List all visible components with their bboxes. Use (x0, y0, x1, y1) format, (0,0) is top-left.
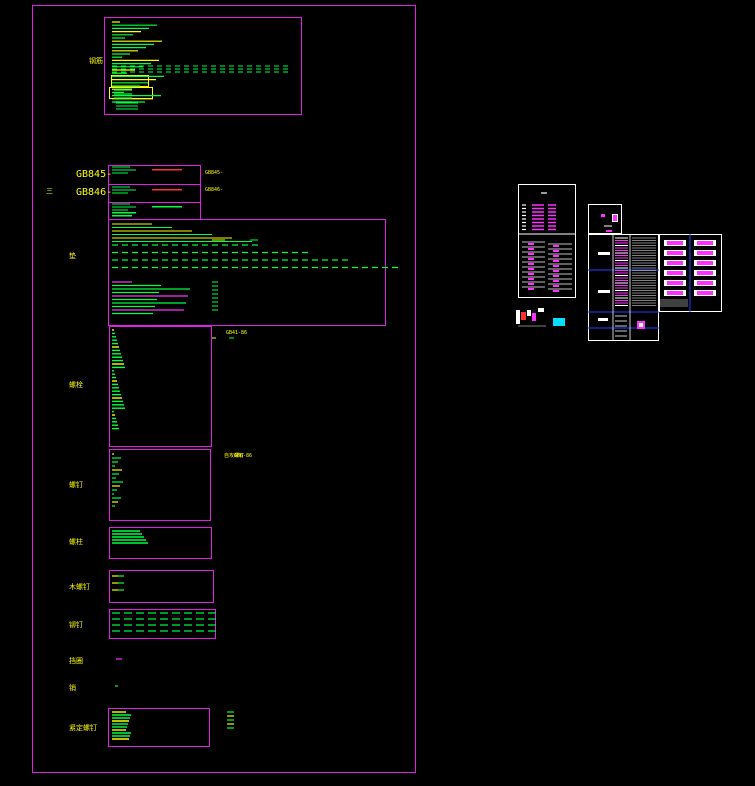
block (553, 250, 559, 252)
block (528, 283, 534, 285)
block (532, 313, 536, 321)
side-label-gb1: GB845- (205, 170, 224, 176)
section-label-d: 螺栓 (69, 381, 83, 389)
section-label-k: 紧定螺钉 (69, 724, 97, 732)
gb-label-2: GB846- (76, 187, 113, 198)
gb-label-1: GB845- (76, 169, 113, 180)
block (598, 318, 608, 321)
block (553, 290, 559, 292)
block (553, 280, 559, 282)
note-a: GB41-86 (226, 330, 248, 336)
block (601, 214, 605, 217)
block (697, 291, 713, 295)
mini-sheet-1 (518, 184, 576, 298)
block (667, 281, 683, 285)
block (553, 275, 559, 277)
block (538, 308, 544, 312)
block (639, 323, 643, 327)
block (528, 258, 534, 260)
section-label-l: 自攻螺钉 (224, 453, 245, 459)
section-label-c: 垫 (69, 252, 76, 260)
block (697, 241, 713, 245)
block (667, 241, 683, 245)
block (528, 263, 534, 265)
block (553, 265, 559, 267)
block (553, 285, 559, 287)
block (528, 248, 534, 250)
detail-box-5 (109, 609, 216, 639)
block (528, 273, 534, 275)
wide-detail-box (108, 219, 386, 326)
block (667, 271, 683, 275)
block (112, 212, 136, 214)
section-label-a: 钢筋 (89, 57, 103, 65)
block (598, 290, 610, 293)
block (553, 318, 565, 326)
block (528, 278, 534, 280)
detail-box-4 (109, 570, 214, 603)
block (697, 281, 713, 285)
block (152, 169, 182, 171)
block (553, 270, 559, 272)
section-label-i: 挡圈 (69, 657, 83, 665)
block (528, 268, 534, 270)
block (606, 230, 612, 232)
block (697, 261, 713, 265)
block (613, 215, 617, 221)
detail-box-6 (108, 708, 210, 747)
block (667, 251, 683, 255)
block (152, 206, 182, 208)
block (528, 288, 534, 290)
drawing-outer-border (32, 5, 416, 773)
block (528, 253, 534, 255)
section-label-g: 木螺钉 (69, 583, 90, 591)
mini-sheet-3 (588, 234, 659, 341)
tall-detail-box-1 (109, 326, 212, 447)
tall-detail-box-2 (109, 449, 211, 521)
section-label-e: 螺钉 (69, 481, 83, 489)
block (516, 310, 520, 324)
mini-sheet-2 (588, 204, 622, 234)
block (697, 251, 713, 255)
block (553, 260, 559, 262)
block (527, 310, 531, 316)
block (152, 189, 182, 191)
note-b: GB6-86 (234, 453, 253, 459)
section-label-f: 螺柱 (69, 538, 83, 546)
block (521, 312, 526, 320)
block (598, 252, 610, 255)
block (553, 245, 559, 247)
section-label-h: 铆钉 (69, 621, 83, 629)
side-label-gb2: GB846- (205, 187, 224, 193)
section-label-b: 三 (46, 187, 53, 195)
block (112, 215, 132, 217)
detail-box-3 (109, 527, 212, 559)
block (528, 243, 534, 245)
block (553, 255, 559, 257)
block (697, 271, 713, 275)
block (667, 261, 683, 265)
section-label-j: 销 (69, 684, 76, 692)
block (667, 291, 683, 295)
top-detail-box (104, 17, 302, 115)
